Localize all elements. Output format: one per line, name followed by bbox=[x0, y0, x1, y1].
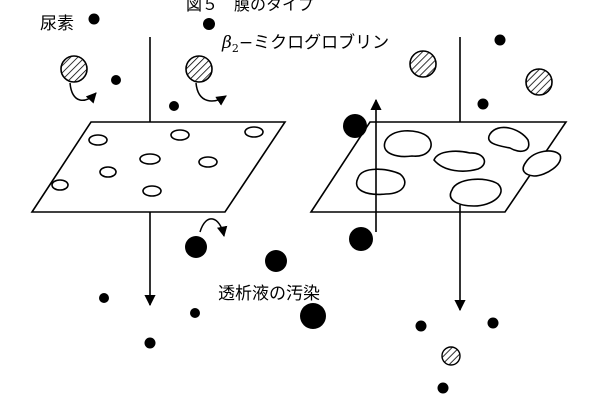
left-membrane bbox=[30, 37, 287, 307]
left-pore bbox=[88, 134, 108, 146]
urea-molecule bbox=[494, 34, 506, 46]
contaminant-particle bbox=[300, 303, 326, 329]
urea-molecule bbox=[477, 98, 489, 110]
urea-molecule bbox=[111, 75, 121, 85]
figure-title: 図５ 膜のタイプ bbox=[186, 0, 315, 14]
contaminant-particle bbox=[185, 236, 207, 258]
contaminant-particle bbox=[349, 227, 373, 251]
dialysate-contamination-label: 透析液の汚染 bbox=[218, 284, 320, 304]
urea-molecule bbox=[169, 101, 179, 111]
left-pore bbox=[51, 179, 69, 191]
urea-molecule bbox=[487, 317, 499, 329]
beta-symbol: β bbox=[222, 33, 232, 53]
beta-subscript: 2 bbox=[231, 42, 239, 55]
beta2-molecule bbox=[409, 50, 437, 78]
left-pore bbox=[244, 126, 264, 138]
right-pore bbox=[355, 168, 406, 196]
urea-molecule bbox=[99, 293, 109, 303]
beta2-molecule bbox=[525, 68, 553, 96]
rejection-arrow bbox=[195, 82, 227, 106]
urea-molecule bbox=[203, 18, 215, 30]
right-pore bbox=[433, 150, 486, 172]
left-pore bbox=[170, 129, 190, 141]
beta2-microglobulin-label: β2−ミクログロブリン bbox=[222, 28, 389, 55]
left-pore bbox=[142, 185, 162, 197]
rejection-arrow bbox=[69, 82, 97, 104]
contaminant-particle bbox=[343, 114, 367, 138]
urea-molecule bbox=[88, 13, 100, 25]
beta2-molecule bbox=[185, 55, 213, 83]
right-pore bbox=[383, 130, 432, 158]
urea-molecule bbox=[415, 320, 427, 332]
urea-label: 尿素 bbox=[40, 14, 74, 34]
beta-label-text: −ミクログロブリン bbox=[238, 33, 390, 53]
right-pore bbox=[487, 126, 530, 153]
right-pore bbox=[522, 150, 562, 177]
rejection-arrow bbox=[199, 218, 228, 238]
left-pore bbox=[198, 156, 218, 168]
left-pore bbox=[139, 153, 161, 165]
urea-molecule bbox=[437, 382, 449, 394]
beta2-molecule bbox=[60, 55, 88, 83]
urea-molecule bbox=[144, 337, 156, 349]
right-pore bbox=[449, 178, 502, 207]
contaminant-particle bbox=[265, 250, 287, 272]
beta2-molecule bbox=[441, 346, 461, 366]
right-molecules bbox=[343, 34, 553, 394]
right-membrane bbox=[309, 37, 568, 312]
left-pore bbox=[99, 166, 117, 178]
urea-molecule bbox=[190, 308, 200, 318]
left-molecules bbox=[60, 13, 326, 349]
